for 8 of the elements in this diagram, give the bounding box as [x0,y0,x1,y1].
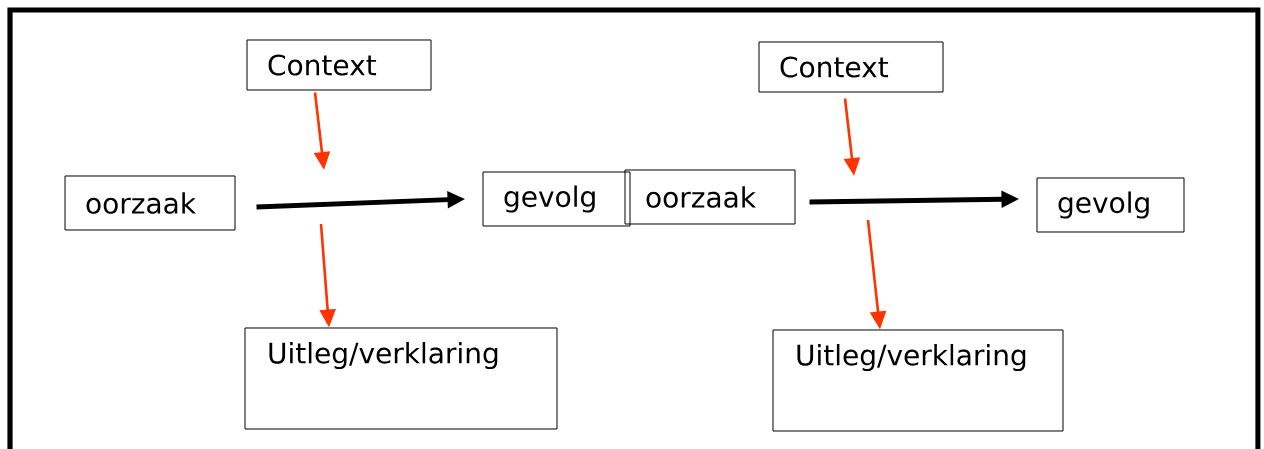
label-box: oorzaak [624,169,796,225]
label-box: oorzaak [64,175,236,231]
label-box: Context [758,41,944,93]
label-box: Context [246,39,432,91]
text-box: Uitleg/verklaring [244,327,558,430]
label-box: gevolg [482,171,631,227]
label-box: gevolg [1036,177,1185,233]
text-box: Uitleg/verklaring [772,329,1064,432]
